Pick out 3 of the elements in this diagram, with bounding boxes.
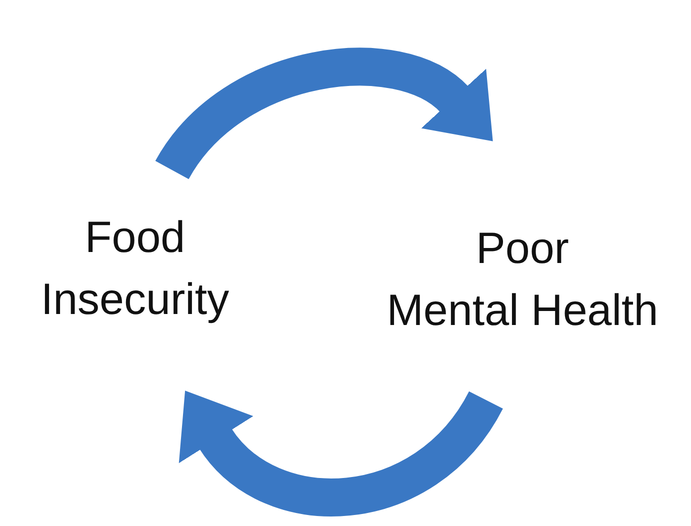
curved-arrow bbox=[180, 390, 502, 516]
node-label: Food Insecurity bbox=[40, 212, 230, 326]
node-label: Poor Mental Health bbox=[386, 223, 658, 337]
